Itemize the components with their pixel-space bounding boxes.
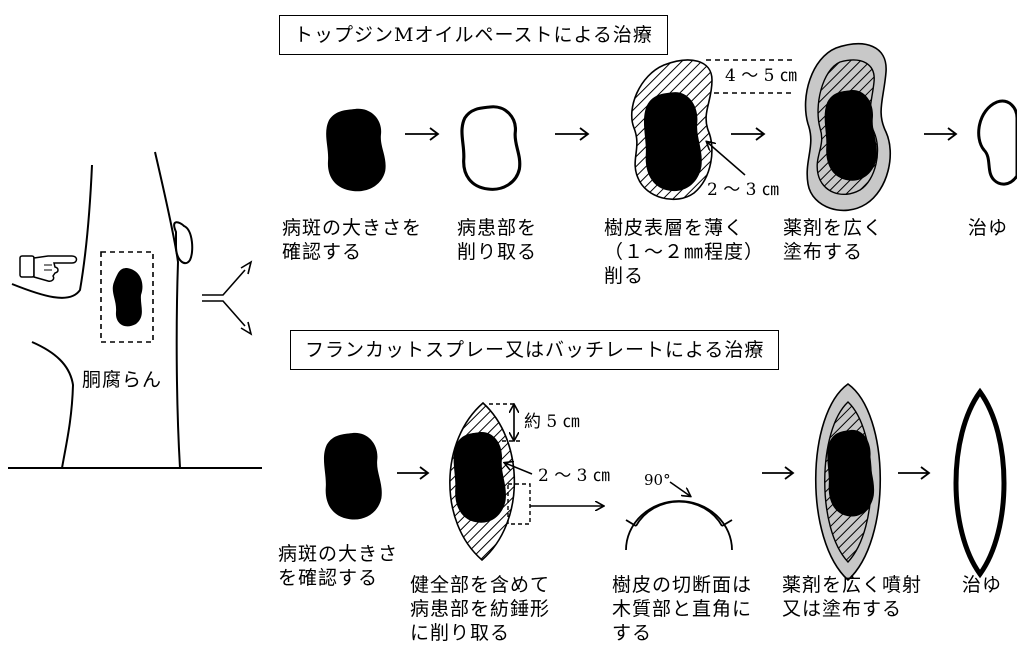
- top-step2-label: 病患部を 削り取る: [457, 217, 538, 263]
- bottom-step1-lesion: [323, 432, 382, 520]
- bottom-step3-label: 樹皮の切断面は 木質部と直角に する: [612, 574, 753, 644]
- top-step2-removed: [460, 105, 522, 191]
- bottom-step4-label: 薬剤を広く噴射 又は塗布する: [782, 574, 923, 620]
- top-step3-shaved: [630, 59, 792, 201]
- top-margin-annotation: 2 ～ 3 ㎝: [707, 180, 779, 200]
- bottom-step2-spindle: [449, 401, 603, 562]
- trunk-lesion: [112, 268, 143, 327]
- top-step1-lesion: [326, 108, 386, 192]
- pointing-hand-icon: [19, 255, 78, 282]
- bottom-step1-label: 病斑の大きさ を確認する: [278, 543, 399, 589]
- top-step4-applied: [804, 43, 892, 212]
- bottom-width-annotation: 約 5 ㎝: [524, 412, 580, 432]
- bottom-step5-label: 治ゆ: [962, 574, 1003, 596]
- branch-stub: [173, 221, 194, 265]
- top-step1-label: 病斑の大きさを 確認する: [282, 217, 423, 263]
- bottom-cross-section: [625, 481, 733, 551]
- bottom-angle-annotation: 90°: [644, 471, 671, 489]
- tree-trunk: [8, 151, 262, 469]
- bottom-step2-label: 健全部を含めて 病患部を紡錘形 に削り取る: [410, 574, 551, 644]
- top-width-annotation: 4 ～ 5 ㎝: [725, 66, 797, 86]
- bottom-panel-title: フランカットスプレー又はバッチレートによる治療: [290, 330, 780, 370]
- right-arrow-icon: [397, 127, 958, 480]
- top-step4-label: 薬剤を広く 塗布する: [783, 217, 884, 263]
- bottom-step4-applied: [814, 383, 882, 582]
- top-step5-healed: [977, 99, 1017, 186]
- tree-label: 胴腐らん: [82, 369, 163, 391]
- top-step3-label: 樹皮表層を薄く （１～２㎜程度） 削る: [604, 217, 765, 287]
- branching-arrow-icon: [202, 260, 253, 336]
- bottom-margin-annotation: 2 ～ 3 ㎝: [538, 466, 610, 486]
- top-step5-label: 治ゆ: [968, 217, 1009, 239]
- lesion-frame: [100, 251, 154, 343]
- top-panel-title: トップジンMオイルペーストによる治療: [279, 15, 668, 55]
- bottom-step5-healed: [953, 387, 1007, 579]
